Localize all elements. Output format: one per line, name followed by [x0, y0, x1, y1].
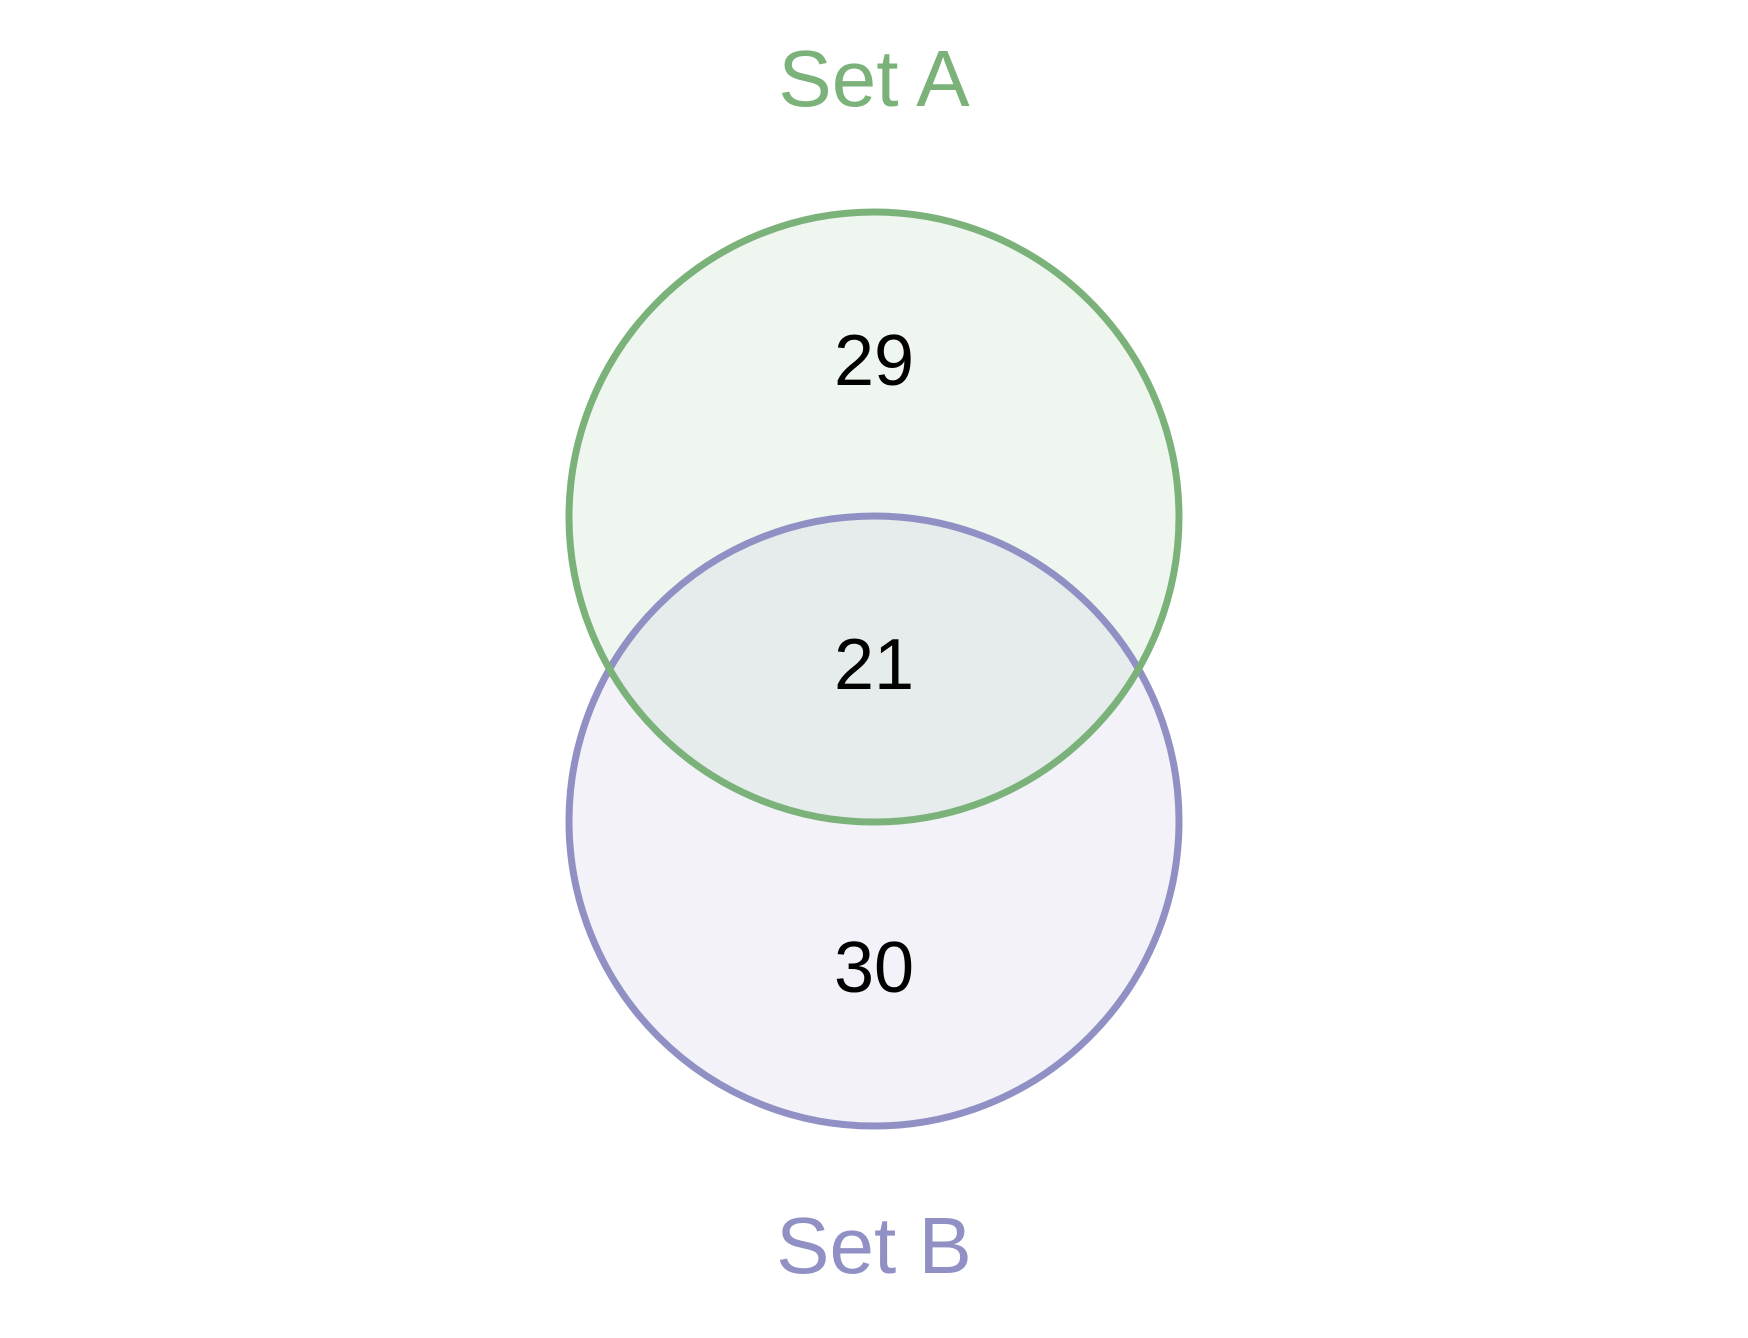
- set-a-circle-outline: [565, 208, 1183, 826]
- set-a-label: Set A: [778, 34, 970, 123]
- b-only-count: 30: [834, 928, 914, 1008]
- intersection-count: 21: [834, 625, 914, 705]
- set-b-label: Set B: [776, 1201, 972, 1290]
- a-only-count: 29: [834, 321, 914, 401]
- set-b-circle-outline: [565, 512, 1183, 1130]
